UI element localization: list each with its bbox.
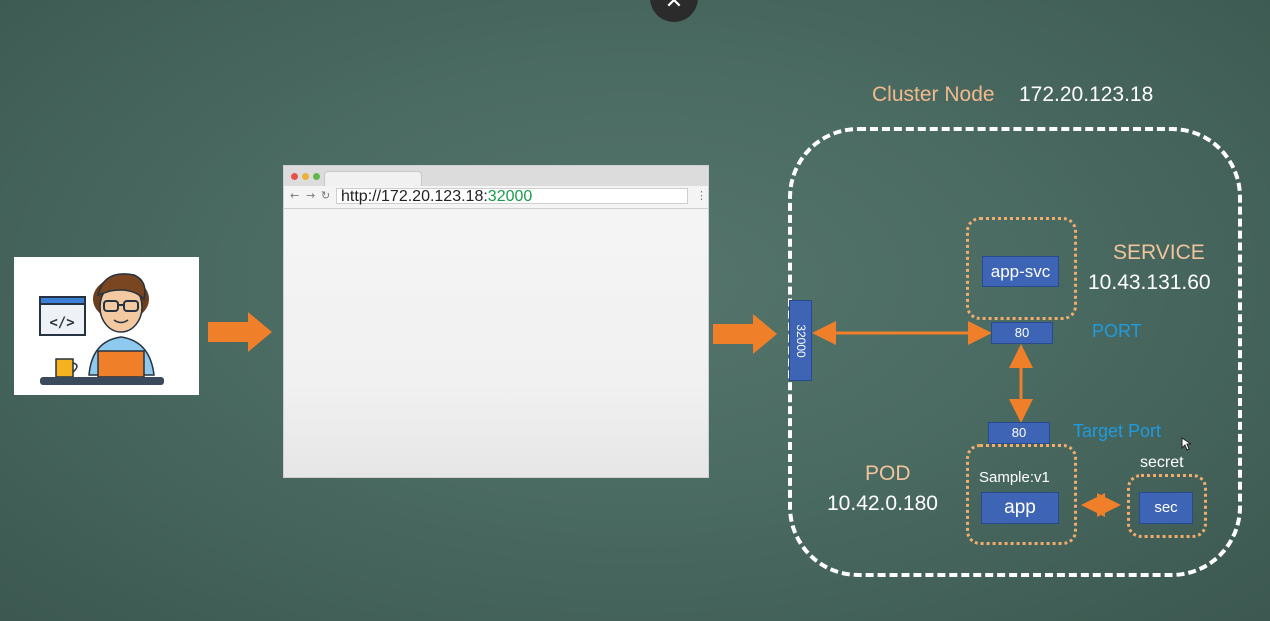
mouse-cursor-icon	[1181, 437, 1191, 451]
target-port-box: 80	[988, 422, 1050, 444]
url-base: http://172.20.123.18:	[341, 188, 488, 205]
browser-titlebar	[284, 166, 708, 187]
developer-illustration: </>	[14, 257, 199, 395]
service-port-box: 80	[991, 322, 1053, 344]
app-container-box: app	[981, 492, 1059, 524]
developer-icon: </>	[39, 273, 164, 385]
service-ip: 10.43.131.60	[1088, 271, 1211, 294]
pod-boundary	[966, 444, 1077, 545]
browser-tab[interactable]	[324, 171, 422, 187]
nodeport-box: 32000	[789, 300, 812, 381]
pod-label: POD	[865, 462, 911, 485]
address-bar-row: ← → ↻ http://172.20.123.18:32000 ⋮	[284, 186, 708, 209]
url-port: 32000	[487, 188, 533, 205]
url-input[interactable]: http://172.20.123.18:32000	[336, 188, 688, 205]
pod-image-label: Sample:v1	[979, 469, 1050, 486]
forward-icon[interactable]: →	[306, 189, 316, 202]
reload-icon[interactable]: ↻	[321, 189, 331, 202]
port-label: PORT	[1092, 321, 1142, 341]
close-dot-icon[interactable]	[291, 173, 298, 180]
service-label: SERVICE	[1113, 241, 1205, 264]
close-icon: ✕	[664, 0, 684, 14]
secret-boundary	[1127, 474, 1207, 538]
arrow-browser-to-cluster	[713, 314, 777, 354]
back-icon[interactable]: ←	[290, 189, 300, 202]
minimize-dot-icon[interactable]	[302, 173, 309, 180]
cluster-node-ip: 172.20.123.18	[1019, 83, 1154, 106]
secret-box: sec	[1139, 492, 1193, 524]
cluster-node-title: Cluster Node	[872, 83, 995, 106]
browser-window: ← → ↻ http://172.20.123.18:32000 ⋮	[283, 165, 709, 478]
target-port-label: Target Port	[1073, 421, 1162, 441]
menu-icon[interactable]: ⋮	[696, 189, 707, 202]
maximize-dot-icon[interactable]	[313, 173, 320, 180]
service-name-box: app-svc	[982, 256, 1059, 287]
pod-ip: 10.42.0.180	[827, 492, 938, 515]
secret-label: secret	[1140, 454, 1184, 471]
close-button[interactable]: ✕	[650, 0, 698, 22]
arrow-user-to-browser	[208, 312, 272, 352]
svg-text:</>: </>	[49, 315, 74, 331]
service-boundary	[966, 217, 1077, 320]
